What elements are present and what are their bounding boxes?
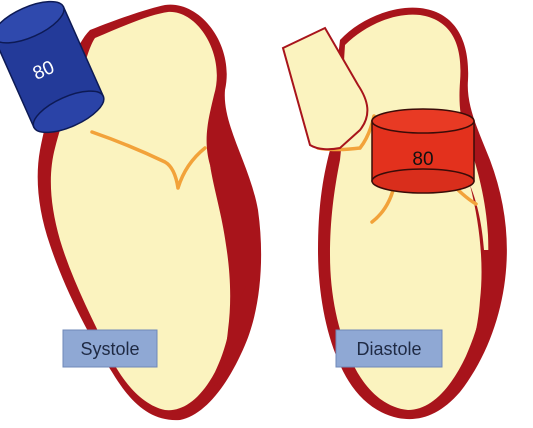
diastole-volume-cylinder: 80 bbox=[372, 109, 474, 193]
systole-label: Systole bbox=[80, 339, 139, 359]
diastole-volume-value: 80 bbox=[412, 149, 433, 170]
diastole-cylinder-top bbox=[372, 109, 474, 133]
systole-label-box: Systole bbox=[63, 330, 157, 367]
diastole-label-box: Diastole bbox=[336, 330, 442, 367]
diastole-cylinder-bottom bbox=[372, 169, 474, 193]
diastole-label: Diastole bbox=[356, 339, 421, 359]
